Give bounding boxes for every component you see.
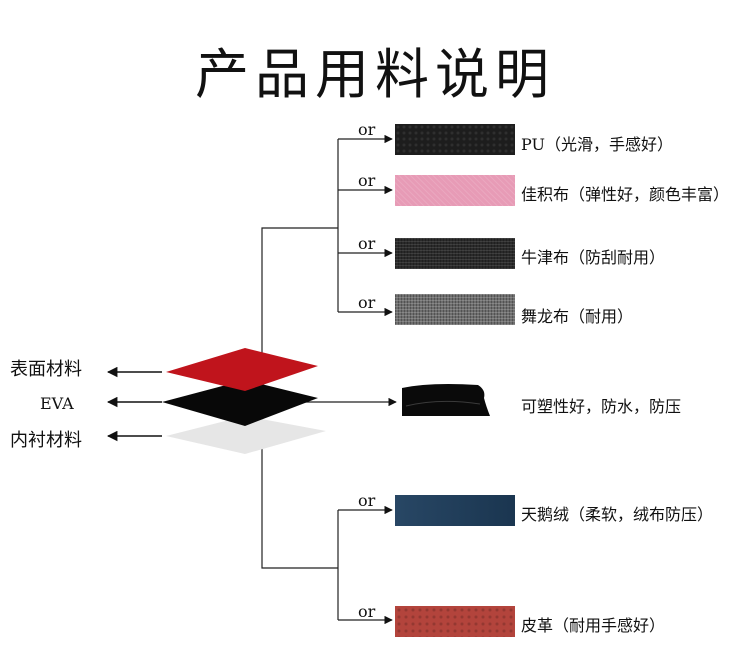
material-label-lycra: 佳积布（弹性好，颜色丰富） xyxy=(521,185,730,204)
or-label: or xyxy=(358,120,376,139)
eva-layer-shape xyxy=(162,380,318,426)
material-label-velvet: 天鹅绒（柔软，绒布防压） xyxy=(521,505,714,524)
or-label: or xyxy=(358,171,376,190)
oxford-swatch xyxy=(395,238,515,269)
material-label-pu: PU（光滑，手感好） xyxy=(521,135,673,154)
layer-arrows xyxy=(106,366,162,442)
or-label: or xyxy=(358,602,376,621)
layer-label-eva: EVA xyxy=(40,394,74,413)
page-title: 产品用料说明 xyxy=(195,43,555,106)
nylon-swatch xyxy=(395,294,515,325)
or-label: or xyxy=(358,293,376,312)
layer-label-lining: 内衬材料 xyxy=(10,430,82,451)
leather-swatch xyxy=(395,606,515,637)
eva-swatch xyxy=(402,384,490,416)
material-label-eva: 可塑性好，防水，防压 xyxy=(521,397,682,416)
material-label-oxford: 牛津布（防刮耐用） xyxy=(521,248,666,267)
layer-label-surface: 表面材料 xyxy=(10,359,82,380)
material-label-leather: 皮革（耐用手感好） xyxy=(521,616,666,635)
material-label-nylon: 舞龙布（耐用） xyxy=(521,307,634,326)
or-label: or xyxy=(358,491,376,510)
pink-fabric-swatch xyxy=(395,175,515,206)
surface-layer-shape xyxy=(166,348,318,391)
pu-swatch xyxy=(395,124,515,155)
surface-connector xyxy=(261,134,393,355)
lining-layer-shape xyxy=(166,416,326,454)
lining-connector xyxy=(261,438,393,625)
or-label: or xyxy=(358,234,376,253)
velvet-swatch xyxy=(395,495,515,526)
